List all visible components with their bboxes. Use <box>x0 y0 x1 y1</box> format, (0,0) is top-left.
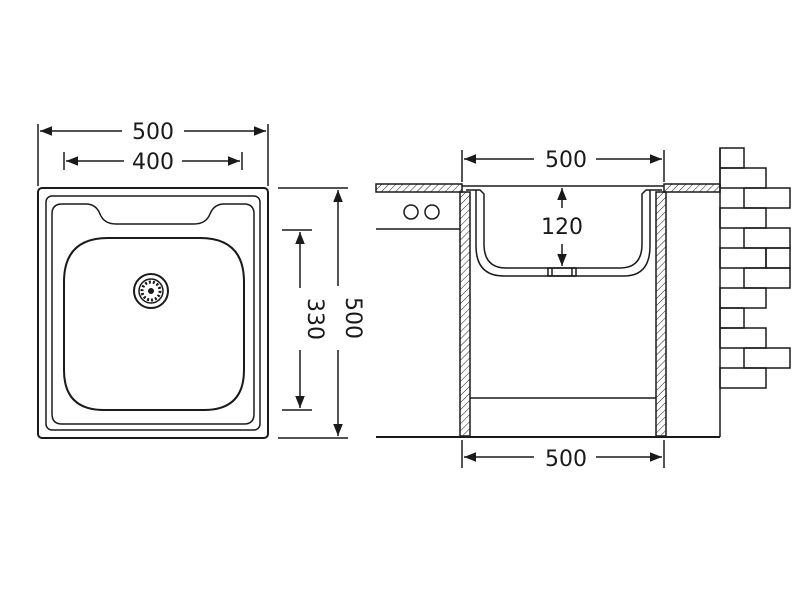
top-view: 500 400 330 500 <box>37 120 365 439</box>
drain-outlet <box>547 267 577 277</box>
countertop-left <box>375 183 463 193</box>
sink-outer-rim <box>37 187 269 439</box>
knob-icon <box>424 204 440 220</box>
dim-outer-width-label: 500 <box>132 120 174 145</box>
brick-wall <box>719 147 791 437</box>
dim-bowl-depth: 330 <box>282 229 327 411</box>
dim-outer-depth: 500 <box>278 187 365 439</box>
countertop-right <box>663 183 721 193</box>
sink-inner-rim <box>45 195 261 431</box>
dim-bowl-width: 400 <box>63 150 243 175</box>
dim-cabinet-top-width: 500 <box>461 148 665 182</box>
dim-bowl-depth-label: 330 <box>302 298 327 340</box>
dim-cabinet-top-width-label: 500 <box>545 148 587 173</box>
sink-ledge <box>51 203 255 425</box>
cabinet-wall-right <box>655 191 667 437</box>
dim-cabinet-bottom-width: 500 <box>461 440 665 472</box>
cabinet-wall-left <box>459 191 471 437</box>
knob-icon <box>403 204 419 220</box>
dim-outer-width: 500 <box>37 120 269 186</box>
sink-bowl <box>63 237 245 411</box>
dim-bowl-height: 120 <box>541 188 583 266</box>
dim-bowl-height-label: 120 <box>541 215 583 240</box>
side-view: 500 120 500 <box>375 147 791 472</box>
dim-outer-depth-label: 500 <box>340 297 365 339</box>
dim-cabinet-bottom-width-label: 500 <box>545 447 587 472</box>
dim-bowl-width-label: 400 <box>132 150 174 175</box>
drain-strainer <box>133 273 169 309</box>
